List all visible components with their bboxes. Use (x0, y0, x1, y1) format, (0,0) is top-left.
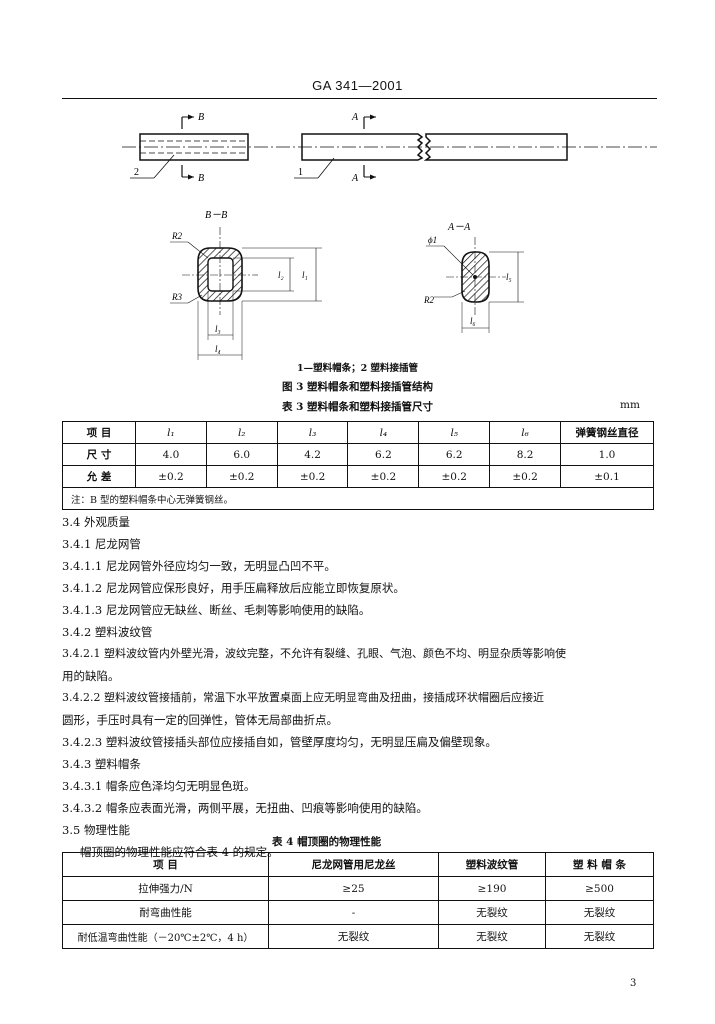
table-cell: 4.2 (276, 443, 349, 466)
table-cell: 1.0 (560, 443, 654, 466)
heading-3-4: 3.4 外观质量 (62, 515, 130, 529)
table-cell: 耐弯曲性能 (62, 900, 269, 925)
callout-2: 2 (134, 167, 139, 178)
section-mark-a-top: A (351, 112, 359, 123)
paragraph-3-4-1-3: 3.4.1.3 尼龙网管应无缺丝、断丝、毛刺等影响使用的缺陷。 (62, 603, 371, 617)
table-cell: 拉伸强力/N (62, 876, 269, 901)
radius-r2-bb: R2 (171, 231, 182, 241)
table-cell: ±0.2 (276, 465, 349, 488)
table-row: 拉伸强力/N ≥25 ≥190 ≥500 (62, 876, 654, 901)
table-3-unit: mm (620, 399, 640, 411)
table-cell: ≥190 (438, 876, 547, 901)
table-cell: ±0.2 (489, 465, 561, 488)
table-cell: 尺 寸 (62, 443, 136, 466)
table-cell: ±0.2 (135, 465, 207, 488)
section-mark-b-bottom: B (198, 173, 204, 184)
table-4-caption: 表 4 帽顶圈的物理性能 (272, 836, 382, 848)
table-3-caption: 表 3 塑料帽条和塑料接插管尺寸 (281, 401, 434, 413)
paragraph-3-4-3-2: 3.4.3.2 帽条应表面光滑，两侧平展，无扭曲、凹痕等影响使用的缺陷。 (62, 801, 428, 815)
table-cell: ±0.2 (205, 465, 278, 488)
paragraph-3-4-3-1: 3.4.3.1 帽条应色泽均匀无明显色斑。 (62, 779, 256, 793)
table-cell: ≥25 (267, 876, 440, 901)
table-cell: 无裂纹 (438, 924, 547, 949)
paragraph-3-4-2-2-cont: 圆形，手压时具有一定的回弹性，管体无局部曲折点。 (62, 713, 338, 727)
table-cell: 无裂纹 (545, 900, 654, 925)
heading-3-4-1: 3.4.1 尼龙网管 (62, 537, 141, 551)
dim-l6: l₆ (470, 316, 476, 326)
table-header-cell: 塑料波纹管 (438, 852, 547, 877)
strip-part-1-right (423, 133, 568, 161)
radius-r3: R3 (171, 292, 182, 302)
table-cell: 8.2 (489, 443, 561, 466)
table-header-cell: l₂ (205, 421, 278, 444)
table-row: 耐弯曲性能 - 无裂纹 无裂纹 (62, 900, 654, 925)
table-header-cell: l₃ (276, 421, 349, 444)
table-header-cell: 尼龙网管用尼龙丝 (267, 852, 440, 877)
table-cell: 无裂纹 (267, 924, 440, 949)
table-3: 项 目 l₁ l₂ l₃ l₄ l₅ l₆ 弹簧钢丝直径 尺 寸 4.0 6.0… (62, 421, 654, 510)
table-cell: 无裂纹 (545, 924, 654, 949)
paragraph-3-4-2-3: 3.4.2.3 塑料波纹管接插头部位应接插自如，管壁厚度均匀，无明显压扁及偏壁现… (62, 735, 497, 749)
figure-3-drawing: B B 2 A A 1 B－B l₂ l₁ l₃ l₄ R2 R3 A－A (122, 112, 657, 360)
table-header-cell: l₅ (418, 421, 491, 444)
table-cell: ±0.2 (418, 465, 491, 488)
table-header-cell: l₆ (489, 421, 561, 444)
table-4: 项 目 尼龙网管用尼龙丝 塑料波纹管 塑 料 帽 条 拉伸强力/N ≥25 ≥1… (62, 852, 654, 949)
table-header-cell: 项 目 (62, 421, 136, 444)
table-cell: - (267, 900, 440, 925)
dim-l5: l₅ (506, 272, 512, 282)
table-cell: ±0.1 (560, 465, 654, 488)
dim-l2: l₂ (278, 270, 284, 280)
table-header-cell: l₄ (347, 421, 420, 444)
table-header-cell: 项 目 (62, 852, 269, 877)
table-cell: 耐低温弯曲性能（－20℃±2℃，4 h） (62, 924, 269, 949)
table-row: 项 目 l₁ l₂ l₃ l₄ l₅ l₆ 弹簧钢丝直径 (62, 421, 654, 444)
diameter-phi1: ϕ1 (428, 235, 437, 245)
dim-l3: l₃ (215, 324, 221, 334)
paragraph-3-4-2-1-cont: 用的缺陷。 (62, 669, 120, 683)
heading-3-5: 3.5 物理性能 (62, 823, 130, 837)
table-cell: ±0.2 (347, 465, 420, 488)
dim-l4: l₄ (215, 344, 221, 354)
table-cell: 无裂纹 (438, 900, 547, 925)
strip-part-1-left (301, 133, 424, 161)
heading-3-4-3: 3.4.3 塑料帽条 (62, 757, 141, 771)
table-row: 注：B 型的塑料帽条中心无弹簧钢丝。 (62, 487, 654, 510)
table-3-note: 注：B 型的塑料帽条中心无弹簧钢丝。 (62, 487, 654, 510)
paragraph-3-4-1-1: 3.4.1.1 尼龙网管外径应均匀一致，无明显凸凹不平。 (62, 559, 336, 573)
table-row: 耐低温弯曲性能（－20℃±2℃，4 h） 无裂纹 无裂纹 无裂纹 (62, 924, 654, 949)
table-cell: 4.0 (135, 443, 207, 466)
section-mark-b-top: B (198, 112, 204, 123)
table-row: 项 目 尼龙网管用尼龙丝 塑料波纹管 塑 料 帽 条 (62, 852, 654, 877)
table-cell: 6.2 (418, 443, 491, 466)
figure-3-caption: 图 3 塑料帽条和塑料接插管结构 (281, 381, 434, 393)
dim-l1: l₁ (302, 270, 308, 280)
standard-code: GA 341—2001 (312, 78, 403, 93)
table-row: 允 差 ±0.2 ±0.2 ±0.2 ±0.2 ±0.2 ±0.2 ±0.1 (62, 465, 654, 488)
table-cell: ≥500 (545, 876, 654, 901)
paragraph-3-4-1-2: 3.4.1.2 尼龙网管应保形良好，用手压扁释放后应能立即恢复原状。 (62, 581, 405, 595)
section-bb-inner (207, 257, 234, 292)
paragraph-3-4-2-1: 3.4.2.1 塑料波纹管内外壁光滑，波纹完整，不允许有裂缝、孔眼、气泡、颜色不… (62, 647, 566, 660)
table-row: 尺 寸 4.0 6.0 4.2 6.2 6.2 8.2 1.0 (62, 443, 654, 466)
heading-3-4-2: 3.4.2 塑料波纹管 (62, 625, 153, 639)
section-title-aa: A－A (447, 222, 471, 233)
section-title-bb: B－B (205, 210, 227, 221)
table-cell: 允 差 (62, 465, 136, 488)
table-cell: 6.2 (347, 443, 420, 466)
radius-r2-aa: R2 (423, 295, 434, 305)
callout-1: 1 (298, 167, 303, 178)
figure-3-legend: 1—塑料帽条；2 塑料接插管 (296, 363, 419, 374)
table-header-cell: 弹簧钢丝直径 (560, 421, 654, 444)
table-cell: 6.0 (205, 443, 278, 466)
header-rule (62, 98, 657, 99)
page-number: 3 (630, 978, 637, 989)
section-mark-a-bottom: A (351, 173, 359, 184)
table-header-cell: l₁ (135, 421, 207, 444)
table-header-cell: 塑 料 帽 条 (545, 852, 654, 877)
paragraph-3-4-2-2: 3.4.2.2 塑料波纹管接插前，常温下水平放置桌面上应无明显弯曲及扭曲，接插成… (62, 691, 544, 704)
